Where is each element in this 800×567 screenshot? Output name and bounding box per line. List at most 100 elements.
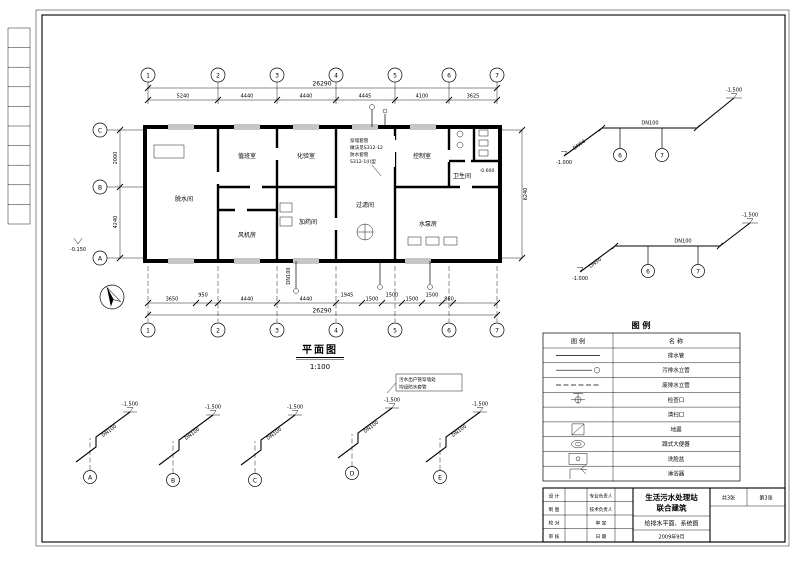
drawing-name: 给排水平面、系统图 [644,520,698,528]
system-elevation: -1.000 [556,160,572,166]
dim-left: 2000 [113,152,119,165]
grid-bubbles-rows: C B A [92,122,522,266]
grid-col-label: 2 [216,328,220,335]
grid-col-label: 6 [447,73,451,80]
sheet-number: 第3张 [759,495,772,502]
dim-bay: 3625 [467,94,480,100]
riser-diagram-d: D -1.500 DN100 [337,398,400,480]
dim-bottom: 1500 [366,297,379,303]
grid-col-label: 1 [146,73,150,80]
system-pipe-label: DN50 [572,139,587,152]
legend: 图 例 图 例 名 称 排水管 污排水立管 废排水立管 检查口 清扫口 地漏 蹲… [542,320,741,482]
building-walls [143,125,502,263]
riser-diagram-a: A -1.500 DN100 [75,402,138,484]
riser-pipe-label: DN100 [451,424,468,439]
system-elevation: -1.500 [726,88,742,94]
left-margin-table [7,27,31,225]
room-label: 加药间 [299,218,317,226]
dim-bay: 5240 [177,94,190,100]
system-ref: 6 [646,269,650,276]
system-diagram-1: 6 7 -1.500 -1.000 DN100 DN50 [556,88,742,167]
legend-row-name: 淋浴器 [668,470,685,478]
legend-header-name: 名 称 [669,338,683,346]
note-line: 穿墙套管 [350,137,369,144]
system-pipe-label: DN100 [674,239,691,245]
note-line: 做法见S312-12 [350,144,383,151]
legend-title: 图 例 [632,320,651,330]
grid-col-label: 7 [495,328,499,335]
legend-row-name: 检查口 [668,396,685,404]
room-label: 卫生间 [453,172,471,180]
legend-symbol-floor-drain [571,423,585,436]
riser-pipe-label: DN100 [266,427,283,442]
dim-total-top: 26290 [312,81,331,88]
dim-bay: 4445 [359,94,372,100]
riser-note-line: 均设防水套管 [399,384,427,391]
dim-bay: 4440 [241,94,254,100]
legend-row-name: 污排水立管 [662,366,690,374]
outlet-pipe-label: DN100 [286,267,292,284]
system-pipe-label: DN100 [641,121,658,127]
titleblock-field-label2: 专业负责人 [590,493,613,500]
plan-caption: 平面图 1:100 [296,344,344,371]
riser-pipe-label: DN100 [101,424,118,439]
sheet-frame [35,9,790,547]
north-arrow-icon [99,284,125,310]
legend-row-name: 地漏 [670,425,682,433]
dim-bay: 4440 [300,94,313,100]
grid-bubbles-bottom: 1 2 3 4 5 6 7 [140,266,505,338]
titleblock-field-label2: 技术负责人 [590,506,613,513]
legend-row-name: 排水管 [668,351,685,359]
system-elevation: -1.500 [742,213,758,219]
grid-col-label: 5 [393,73,397,80]
room-label: 化验室 [297,152,315,160]
plan-title: 平面图 [302,344,338,356]
dim-bay: 4100 [416,94,429,100]
legend-symbol-washbasin [568,453,588,465]
dim-bottom: 950 [198,293,208,299]
system-diagram-2: 6 7 -1.500 -1.000 DN100 DN50 [572,213,758,283]
room-label: 脱水间 [175,195,193,203]
dim-total-bottom: 26290 [312,308,331,315]
legend-symbol-shower [569,464,588,479]
dimensions-top: 26290 5240 4440 4440 4445 4100 3625 [144,81,501,104]
plan-fixtures [153,129,489,246]
riser-note: 污水出户管穿墙处 均设防水套管 [386,373,463,394]
legend-row-name: 清扫口 [668,411,685,419]
riser-diagram-b: B -1.500 DN100 [158,405,221,487]
grid-col-label: 2 [216,73,220,80]
grid-col-label: 1 [146,328,150,335]
riser-ref: E [438,475,442,482]
legend-header-symbol: 图 例 [571,338,585,346]
dim-bottom: 1500 [406,297,419,303]
room-label: 水泵房 [419,220,437,228]
dim-bottom: 4440 [241,297,254,303]
legend-row-name: 洗脸盆 [668,455,685,463]
riser-diagram-c: C -1.500 DN100 [240,405,303,487]
note-line: 防水套管 [350,151,369,158]
riser-elevation: -1.500 [122,402,138,408]
grid-row-label: C [98,128,102,135]
titleblock-field-label: 设 计 [549,493,560,500]
titleblock-field-label: 审 核 [549,533,560,540]
riser-elevation: -1.500 [287,405,303,411]
dim-bottom: 1945 [341,293,354,299]
project-name-line2: 联合建筑 [657,503,687,513]
riser-note-line: 污水出户管穿墙处 [399,376,436,383]
dim-right-total: 6240 [523,188,529,201]
dim-bottom: 3650 [166,297,179,303]
grid-col-label: 6 [447,328,451,335]
dimensions-sides: 2000 4240 6240 [113,126,529,262]
riser-elevation: -1.500 [472,402,488,408]
dim-bottom: 1500 [386,293,399,299]
system-ref: 7 [696,269,700,276]
riser-elevation: -1.500 [205,405,221,411]
riser-ref: B [171,478,175,485]
legend-symbol-soil-stack [556,367,601,374]
riser-elevation: -1.500 [384,398,400,404]
titleblock-field-label: 制 图 [549,506,560,513]
legend-symbol-squat-toilet [571,440,585,449]
dim-bottom: 860 [444,297,454,303]
dim-bottom: 1500 [426,293,439,299]
